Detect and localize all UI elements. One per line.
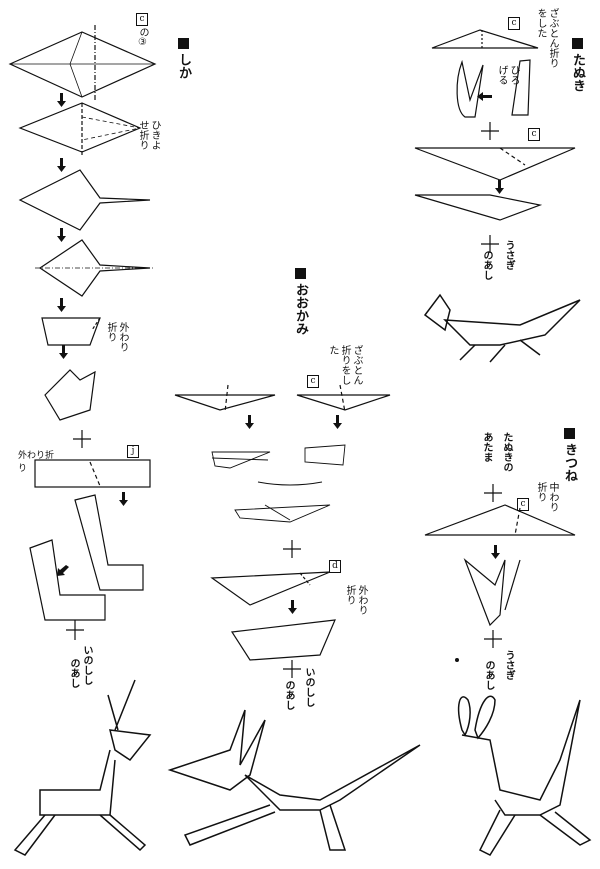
zabuton-note: ざぶとん折りをした (535, 8, 558, 68)
leg-note: いのしし (81, 645, 92, 685)
title-marker-icon (563, 428, 575, 439)
leg-note: のあし (283, 680, 294, 710)
kitsune-steps (424, 484, 576, 648)
title-marker-icon (177, 38, 189, 49)
zabuton-note: ざぶとん折りをした (327, 345, 362, 385)
ref-box-j: j (127, 445, 139, 458)
fold-label: ひきよせ折り (137, 120, 160, 150)
ookami-steps (174, 384, 391, 678)
leg-note: のあし (68, 658, 79, 688)
title-marker-icon (571, 38, 583, 49)
kitsune-title: きつね (560, 428, 579, 482)
leg-note: のあし (483, 660, 494, 690)
fox-figure (457, 695, 592, 856)
deer-figure (13, 679, 152, 856)
ref-box-c: c (307, 375, 319, 388)
wolf-figure (167, 709, 421, 851)
tanuki-steps (414, 29, 576, 253)
leg-note: いのしし (303, 667, 314, 707)
leg-note: うさぎ (503, 650, 514, 680)
head-note: たぬきの (501, 432, 512, 472)
ref-box-c: c (528, 128, 540, 141)
fold-label: 外わり折り (105, 322, 128, 352)
tanuki-title: たぬき (568, 38, 587, 92)
title-marker-icon (294, 268, 306, 279)
ookami-title: おおかみ (291, 268, 310, 335)
spread-label: ひろげる (496, 65, 519, 85)
fold-label: 外わり折り (344, 585, 367, 615)
ref-box-c: c (517, 498, 529, 511)
fold-label: 中わり折り (535, 482, 558, 512)
head-note: あたま (481, 432, 492, 462)
tanuki-figure (423, 293, 581, 363)
ref-box-d: d (329, 560, 341, 573)
arrow-icons (57, 92, 504, 614)
ref-step: の③ (137, 27, 148, 48)
shika-title: しか (174, 38, 193, 79)
fold-label: 外わり折り (18, 451, 55, 474)
leg-note: のあし (481, 250, 492, 280)
shika-steps (8, 25, 157, 640)
leg-note: うさぎ (503, 240, 514, 270)
ref-box-c: c (136, 13, 148, 26)
ref-box-c: c (508, 17, 520, 30)
